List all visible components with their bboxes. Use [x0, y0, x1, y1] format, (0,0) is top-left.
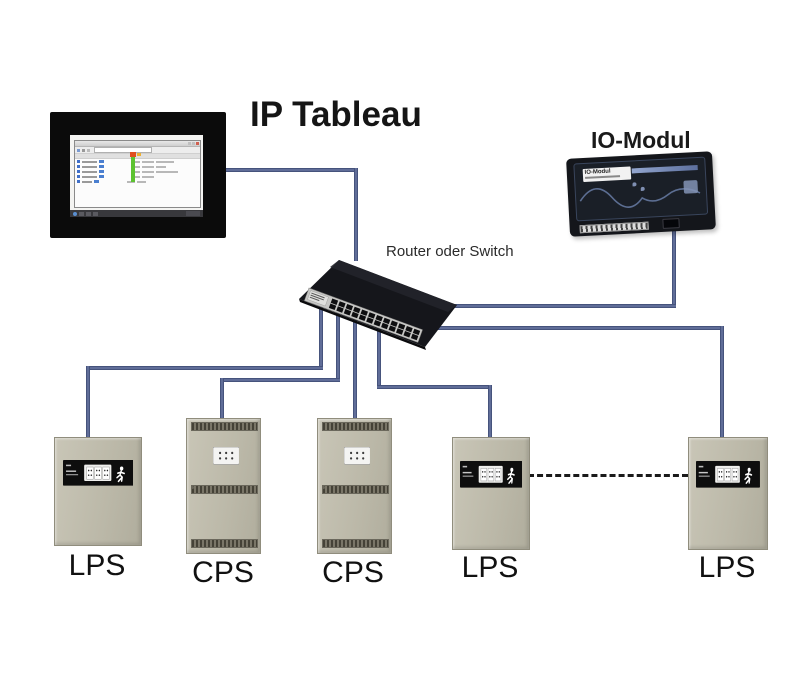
lps-cabinet-2 — [452, 437, 530, 550]
close-icon — [196, 142, 199, 145]
alarm-red-indicator — [130, 152, 136, 157]
system-tray — [186, 211, 200, 216]
running-man-icon — [506, 468, 515, 485]
lps-display-panel — [696, 461, 760, 488]
running-man-icon — [116, 467, 125, 483]
status-row — [75, 179, 200, 184]
status-green-bar — [131, 157, 135, 182]
toolbar-icon — [77, 148, 80, 152]
status-list-rows — [75, 159, 200, 184]
cable-lps1-h — [86, 366, 323, 370]
io-module-top-face: IO-Modul — [573, 156, 709, 222]
cable-lps3-h — [410, 326, 724, 330]
digit-window-dots — [718, 471, 737, 478]
network-switch — [299, 260, 457, 350]
cable-cps1-h — [220, 378, 340, 382]
status-row — [75, 164, 200, 169]
vent-grille-bottom — [321, 539, 390, 548]
toolbar-icon — [82, 148, 85, 152]
io-module-chip-subline — [584, 175, 621, 179]
door-handle — [191, 486, 194, 489]
toolbar-icon — [87, 148, 90, 152]
lps-display-panel — [459, 461, 523, 488]
toolbar-address-field — [94, 147, 152, 153]
cable-lps1-drop — [319, 300, 323, 370]
digit-window-dots — [87, 470, 108, 477]
cable-monitor-switch-v — [354, 168, 358, 261]
ethernet-port-grid — [328, 298, 421, 341]
device-icon — [77, 180, 80, 183]
cable-iomodule-h — [440, 304, 676, 308]
running-man-icon — [744, 468, 753, 485]
warning-yellow-indicator — [137, 153, 141, 156]
taskbar-item — [79, 211, 84, 216]
io-module-chip-label: IO-Modul — [584, 168, 611, 176]
cable-continuation-dashed — [528, 474, 688, 477]
lps-cabinet-1 — [54, 437, 142, 546]
taskbar-item — [86, 211, 91, 216]
cable-lps3-v — [720, 326, 724, 439]
cps-indicator-panel — [212, 447, 239, 465]
vent-grille-middle — [190, 484, 259, 494]
io-module-wave-decoration — [579, 188, 701, 208]
device-label-cps-1: CPS — [192, 556, 254, 589]
status-row — [75, 169, 200, 174]
cable-cps1-v — [220, 378, 224, 418]
lps-display-panel — [62, 460, 134, 487]
cable-iomodule-v — [672, 230, 676, 308]
io-module-network-port — [662, 218, 681, 229]
io-module-heading: IO-Modul — [591, 127, 691, 153]
cable-lps2-drop — [377, 322, 381, 389]
digit-window-dots — [481, 471, 500, 478]
status-row — [75, 159, 200, 164]
vent-grille-bottom — [190, 539, 259, 548]
cable-lps2-v — [488, 385, 492, 439]
cable-cps1-drop — [336, 308, 340, 382]
monitor-frame — [50, 112, 226, 238]
droplet-icon — [640, 186, 645, 191]
window-buttons — [188, 142, 199, 145]
device-label-lps-2: LPS — [461, 551, 519, 584]
io-module-front-label — [579, 221, 650, 234]
list-header-row — [75, 154, 200, 159]
cable-lps2-h — [377, 385, 492, 389]
io-module-device: IO-Modul — [566, 151, 716, 237]
door-handle — [322, 486, 325, 489]
taskbar — [70, 210, 203, 217]
start-button-icon — [73, 211, 77, 216]
cps-cabinet-2 — [317, 418, 392, 554]
cable-cps2-v — [353, 315, 357, 418]
vent-grille-top — [190, 422, 259, 431]
cable-lps1-v — [86, 366, 90, 439]
device-label-lps-3: LPS — [698, 551, 756, 584]
device-icon — [77, 170, 80, 173]
device-icon — [77, 165, 80, 168]
taskbar-item — [93, 211, 98, 216]
window-titlebar — [75, 141, 200, 147]
cps-indicator-panel — [343, 447, 370, 465]
vent-grille-top — [321, 422, 390, 431]
lps-cabinet-3 — [688, 437, 768, 550]
status-app-window — [74, 140, 201, 208]
vent-grille-middle — [321, 484, 390, 494]
device-label-cps-2: CPS — [322, 556, 384, 589]
switch-label: Router oder Switch — [386, 243, 514, 260]
cps-cabinet-1 — [186, 418, 261, 554]
switch-port-panel — [304, 287, 423, 343]
device-icon — [77, 160, 80, 163]
device-label-lps-1: LPS — [68, 549, 126, 582]
cable-monitor-switch-h — [226, 168, 358, 172]
io-module-logo-icon — [683, 180, 699, 194]
page-title: IP Tableau — [250, 95, 422, 134]
monitor-screen — [70, 135, 203, 217]
device-icon — [77, 175, 80, 178]
status-row — [75, 174, 200, 179]
